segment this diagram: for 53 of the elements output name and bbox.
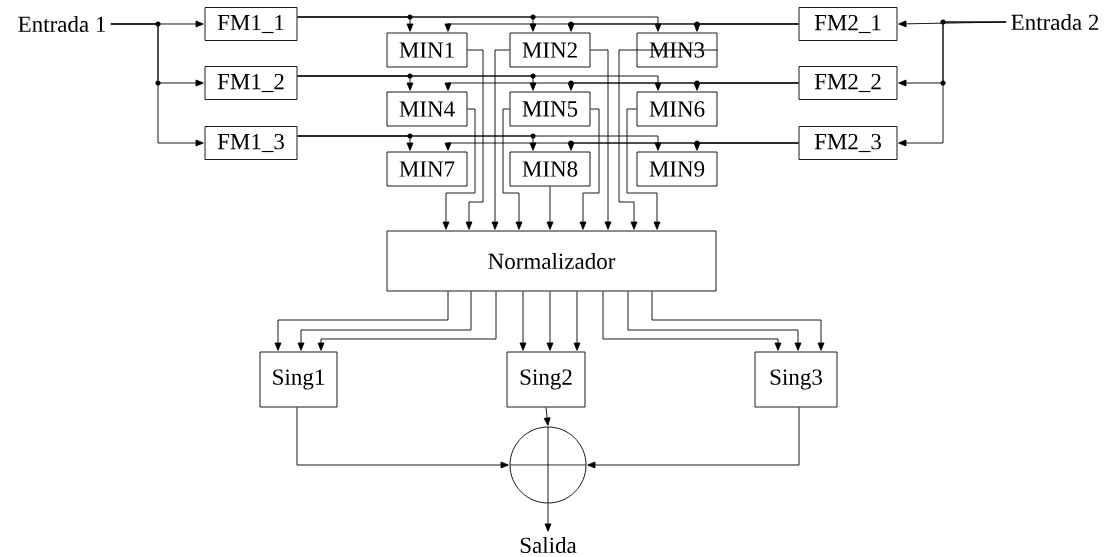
arrow <box>491 49 510 230</box>
input-label: Entrada 2 <box>1011 13 1099 31</box>
input-label: Entrada 1 <box>18 15 105 33</box>
arrow <box>274 291 449 351</box>
arrow <box>543 407 551 426</box>
arrow <box>442 108 476 230</box>
input-label: Salida <box>520 536 577 554</box>
block-box: Sing3 <box>754 351 838 408</box>
arrow <box>110 23 204 147</box>
arrow <box>317 291 497 351</box>
arrow <box>579 108 600 230</box>
block-box: MIN8 <box>509 151 591 187</box>
arrow <box>651 291 825 351</box>
block-box: MIN6 <box>636 91 718 127</box>
arrow <box>297 135 662 151</box>
block-box: FM2_1 <box>798 7 898 41</box>
arrow <box>573 291 581 351</box>
arrow <box>587 407 800 469</box>
block-box: FM1_2 <box>204 66 298 100</box>
arrow <box>898 21 1007 147</box>
block-box: MIN1 <box>386 32 468 68</box>
arrow <box>693 23 799 32</box>
block-box: FM2_2 <box>798 66 898 100</box>
arrow <box>502 108 523 230</box>
arrow <box>627 291 802 351</box>
summing-circle <box>509 426 587 504</box>
block-box: MIN9 <box>636 151 718 187</box>
arrow <box>465 49 484 230</box>
block-box: MIN5 <box>509 91 591 127</box>
arrow <box>519 291 527 351</box>
block-box: FM2_3 <box>798 126 898 160</box>
block-box: MIN3 <box>636 32 718 68</box>
block-box: MIN4 <box>386 91 468 127</box>
arrow <box>544 503 552 532</box>
arrow <box>296 407 509 469</box>
arrow <box>297 75 662 91</box>
arrow <box>618 49 718 230</box>
block-box: Sing2 <box>506 351 586 408</box>
block-box: FM1_1 <box>204 7 298 41</box>
arrow <box>693 82 799 91</box>
arrow <box>626 108 661 230</box>
arrow <box>297 16 662 32</box>
arrow <box>546 291 554 351</box>
arrow <box>693 142 799 151</box>
arrow <box>602 291 782 351</box>
arrow <box>297 291 472 351</box>
block-box: Normalizador <box>386 230 717 292</box>
block-box: Sing1 <box>259 351 338 408</box>
block-box: MIN2 <box>509 32 591 68</box>
block-box: MIN7 <box>386 151 468 187</box>
arrow <box>546 186 554 230</box>
arrow <box>590 49 612 230</box>
block-box: FM1_3 <box>204 126 298 160</box>
